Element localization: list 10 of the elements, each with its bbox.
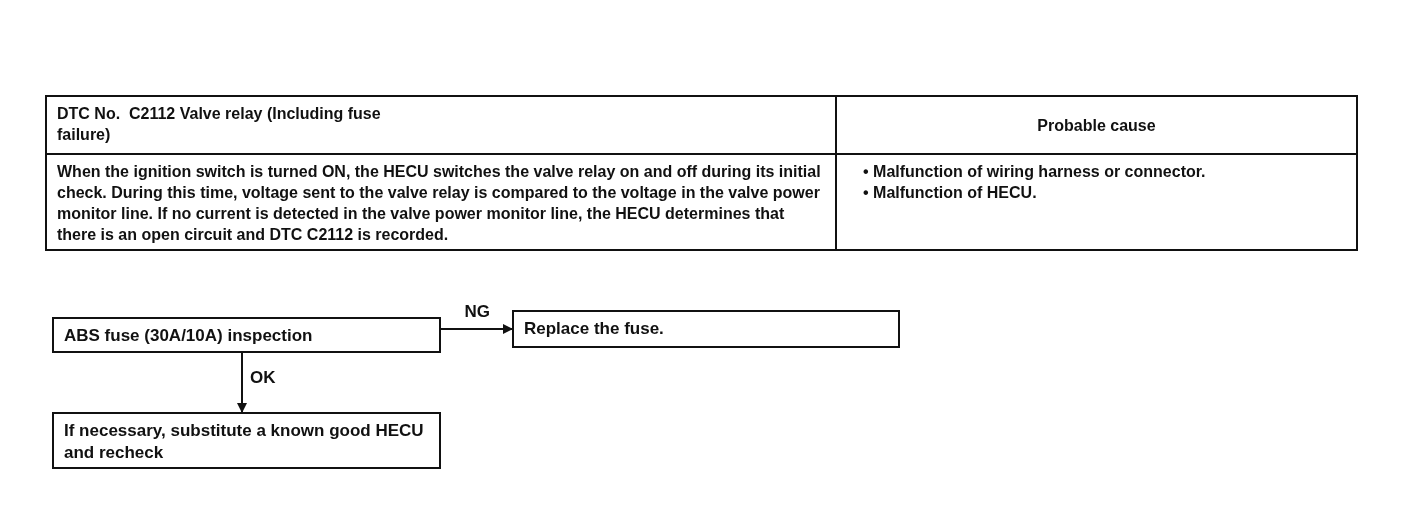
- arrow: [440, 324, 513, 334]
- description-text: When the ignition switch is turned ON, the HECU switches the valve relay on and off during its initial check. During this time, voltage sent to the valve relay is compared to the voltage in the valve power monitor line. If no current is detected in the valve power monitor line, the HECU determines that there is an open circuit and DTC C2112 is recorded.: [57, 163, 821, 243]
- process-box: ABS fuse (30A/10A) inspection: [52, 317, 441, 353]
- arrow: [237, 352, 247, 413]
- bullet-item: • Malfunction of HECU.: [863, 183, 1038, 203]
- bullet-item: • Malfunction of wiring harness or connector.: [863, 162, 1206, 182]
- process-box: If necessary, substitute a known good HECU and recheck: [52, 412, 441, 469]
- column-heading: Probable cause: [1037, 116, 1156, 134]
- table-heading: DTC No. C2112 Valve relay (Including fuse failure): [57, 104, 382, 145]
- process-box: Replace the fuse.: [512, 310, 900, 348]
